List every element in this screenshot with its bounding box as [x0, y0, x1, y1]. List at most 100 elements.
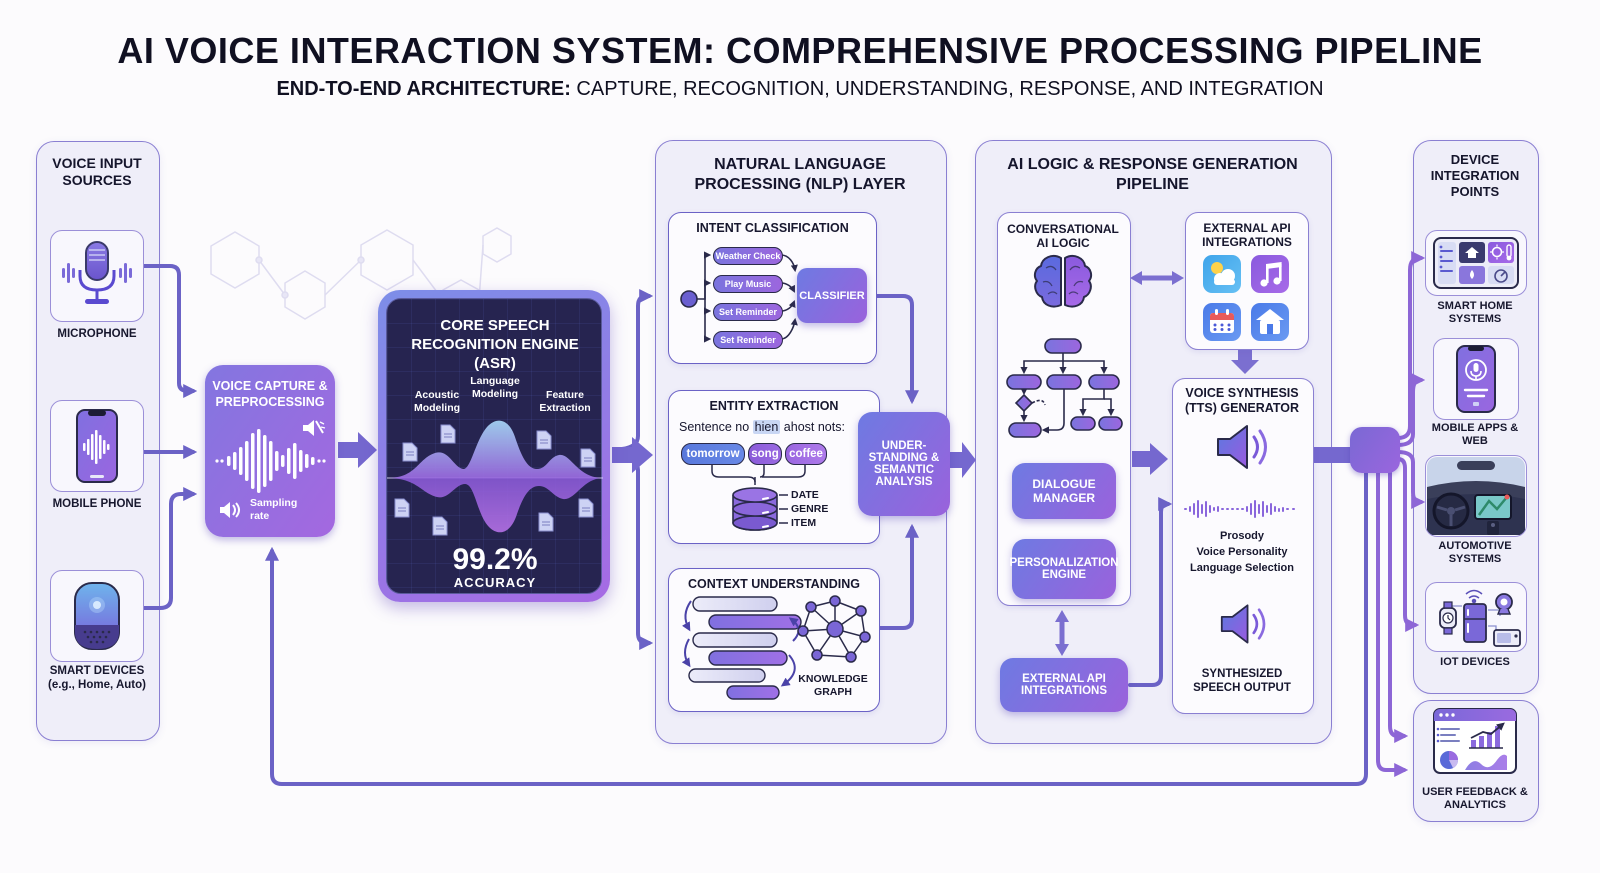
speech-output-icon [1220, 604, 1266, 644]
brain-icon [1033, 255, 1093, 308]
sentence-post: ahost nots: [780, 420, 845, 434]
iot-devices-icon [1439, 589, 1521, 647]
tts-output-label: SYNTHESIZED SPEECH OUTPUT [1193, 668, 1291, 694]
voice-capture-title: VOICE CAPTURE & PREPROCESSING [212, 379, 328, 409]
hexagon-decoration [210, 227, 512, 323]
analytics-dashboard-icon [1433, 708, 1517, 774]
smart-speaker-icon [74, 582, 120, 650]
dialogue-manager-box: DIALOGUE MANAGER [1012, 463, 1116, 519]
entity-db-icon [711, 465, 806, 531]
context-understanding-box: CONTEXT UNDERSTANDING [668, 568, 880, 712]
intent-pill-music: Play Music [713, 275, 783, 293]
subtitle-bold: END-TO-END ARCHITECTURE: [276, 78, 571, 100]
asr-accuracy-label: ACCURACY [453, 575, 537, 590]
asr-label-acoustic: Acoustic Modeling [413, 389, 461, 415]
entity-pill-song: song [748, 443, 782, 465]
smart-device-label: SMART DEVICES (e.g., Home, Auto) [36, 665, 158, 693]
entity-sentence: Sentence no hien ahost nots: [679, 420, 879, 434]
smart-home-panel-icon [1433, 237, 1519, 289]
smart-device-card [50, 570, 144, 662]
understanding-box: UNDER- STANDING & SEMANTIC ANALYSIS [858, 412, 950, 516]
mobile-phone-card [50, 400, 144, 492]
tts-feature-prosody: Prosody [1219, 530, 1264, 542]
music-icon [1251, 255, 1289, 293]
entity-pill-tomorrow: tomorrow [681, 443, 745, 465]
intent-pill-reminder1: Set Reminder [713, 303, 783, 321]
page-subtitle: END-TO-END ARCHITECTURE: CAPTURE, RECOGN… [0, 78, 1600, 101]
db-label-date: DATE [791, 489, 819, 501]
mobile-phone-icon [76, 409, 118, 483]
volume-icon [220, 501, 240, 518]
microphone-label: MICROPHONE [57, 328, 137, 340]
sentence-pre: Sentence no [679, 420, 753, 434]
smart-home-icon [1251, 303, 1289, 341]
ai-logic-title: AI LOGIC & RESPONSE GENERATION PIPELINE [1007, 156, 1298, 193]
nlp-title: NATURAL LANGUAGE PROCESSING (NLP) LAYER [694, 156, 906, 193]
smart-home-label: SMART HOME SYSTEMS [1437, 300, 1513, 326]
car-dashboard-icon [1427, 457, 1525, 535]
intent-pill-weather: Weather Check [713, 247, 783, 265]
asr-box: CORE SPEECH RECOGNITION ENGINE (ASR) Aco… [378, 290, 610, 602]
smart-device-label-main: SMART DEVICES [49, 665, 145, 677]
asr-waveform-icon [387, 420, 603, 536]
tts-feature-personality: Voice Personality [1196, 546, 1288, 558]
asr-accuracy-value: 99.2% [452, 543, 538, 576]
voice-input-title: VOICE INPUT SOURCES [52, 155, 142, 189]
mobile-apps-card [1433, 338, 1519, 420]
sampling-rate-label: Sampling rate [250, 496, 298, 522]
voice-capture-box: VOICE CAPTURE & PREPROCESSING Sampling r… [205, 365, 335, 537]
knowledge-graph-icon [797, 595, 871, 663]
understanding-line-4: ANALYSIS [875, 476, 933, 488]
device-panel-title: DEVICE INTEGRATION POINTS [1430, 152, 1520, 199]
db-label-item: ITEM [791, 517, 817, 529]
api-icon-grid [1203, 255, 1289, 341]
page-title: AI VOICE INTERACTION SYSTEM: COMPREHENSI… [117, 30, 1483, 71]
intent-pill-reminder2: Set Reninder [713, 331, 783, 349]
noise-mute-icon [303, 420, 326, 436]
asr-label-language: Language Modeling [470, 375, 520, 401]
db-label-genre: GENRE [791, 503, 829, 515]
iot-label: IOT DEVICES [1440, 656, 1510, 668]
asr-label-feature: Feature Extraction [539, 389, 591, 415]
intent-classification-box: INTENT CLASSIFICATION Weather Check Play… [668, 212, 877, 364]
asr-inner-screen: CORE SPEECH RECOGNITION ENGINE (ASR) Aco… [386, 298, 603, 594]
mobile-phone-label: MOBILE PHONE [52, 498, 142, 510]
entity-pill-coffee: coffee [785, 443, 827, 465]
output-hub-node [1350, 427, 1400, 473]
subtitle-rest: CAPTURE, RECOGNITION, UNDERSTANDING, RES… [570, 78, 1324, 100]
external-api-bottom-box: EXTERNAL API INTEGRATIONS [1000, 658, 1128, 712]
mobile-app-icon [1456, 345, 1496, 413]
understanding-line-1: UNDER- [881, 440, 927, 452]
user-feedback-label: USER FEEDBACK & ANALYTICS [1422, 786, 1528, 812]
smart-device-label-sub: (e.g., Home, Auto) [48, 678, 146, 691]
external-api-top-title: EXTERNAL API INTEGRATIONS [1202, 221, 1292, 250]
entity-extraction-box: ENTITY EXTRACTION Sentence no hien ahost… [668, 390, 880, 544]
chat-bubbles-icon [681, 596, 802, 700]
conversational-ai-title: CONVERSATIONAL AI LOGIC [1007, 222, 1119, 251]
speaker-icon [1217, 425, 1267, 469]
automotive-card [1425, 455, 1527, 537]
smart-home-card [1425, 230, 1527, 296]
iot-card [1425, 582, 1527, 652]
waveform-icon [215, 429, 326, 493]
sampling-rate-row: Sampling rate [219, 497, 323, 523]
tts-title: VOICE SYNTHESIS (TTS) GENERATOR [1184, 386, 1300, 415]
understanding-line-2: STANDING & [868, 452, 940, 464]
understanding-line-3: SEMANTIC [873, 464, 935, 476]
classifier-box: CLASSIFIER [797, 268, 867, 323]
document-icons [394, 424, 596, 536]
automotive-label: AUTOMOTIVE SYSTEMS [1438, 540, 1512, 566]
mobile-apps-label: MOBILE APPS & WEB [1431, 422, 1519, 448]
knowledge-graph-label: KNOWLEDGE GRAPH [798, 673, 868, 698]
calendar-icon [1203, 303, 1241, 341]
context-title: CONTEXT UNDERSTANDING [688, 577, 860, 591]
weather-icon [1203, 255, 1241, 293]
personalization-engine-box: PERSONALIZATION ENGINE [1009, 539, 1119, 599]
intent-title: INTENT CLASSIFICATION [696, 221, 849, 235]
entity-title: ENTITY EXTRACTION [709, 399, 839, 413]
decision-tree-icon [1006, 338, 1123, 438]
asr-title: CORE SPEECH RECOGNITION ENGINE (ASR) [411, 317, 579, 372]
microphone-icon [62, 241, 132, 304]
sentence-highlight: hien [752, 420, 781, 434]
